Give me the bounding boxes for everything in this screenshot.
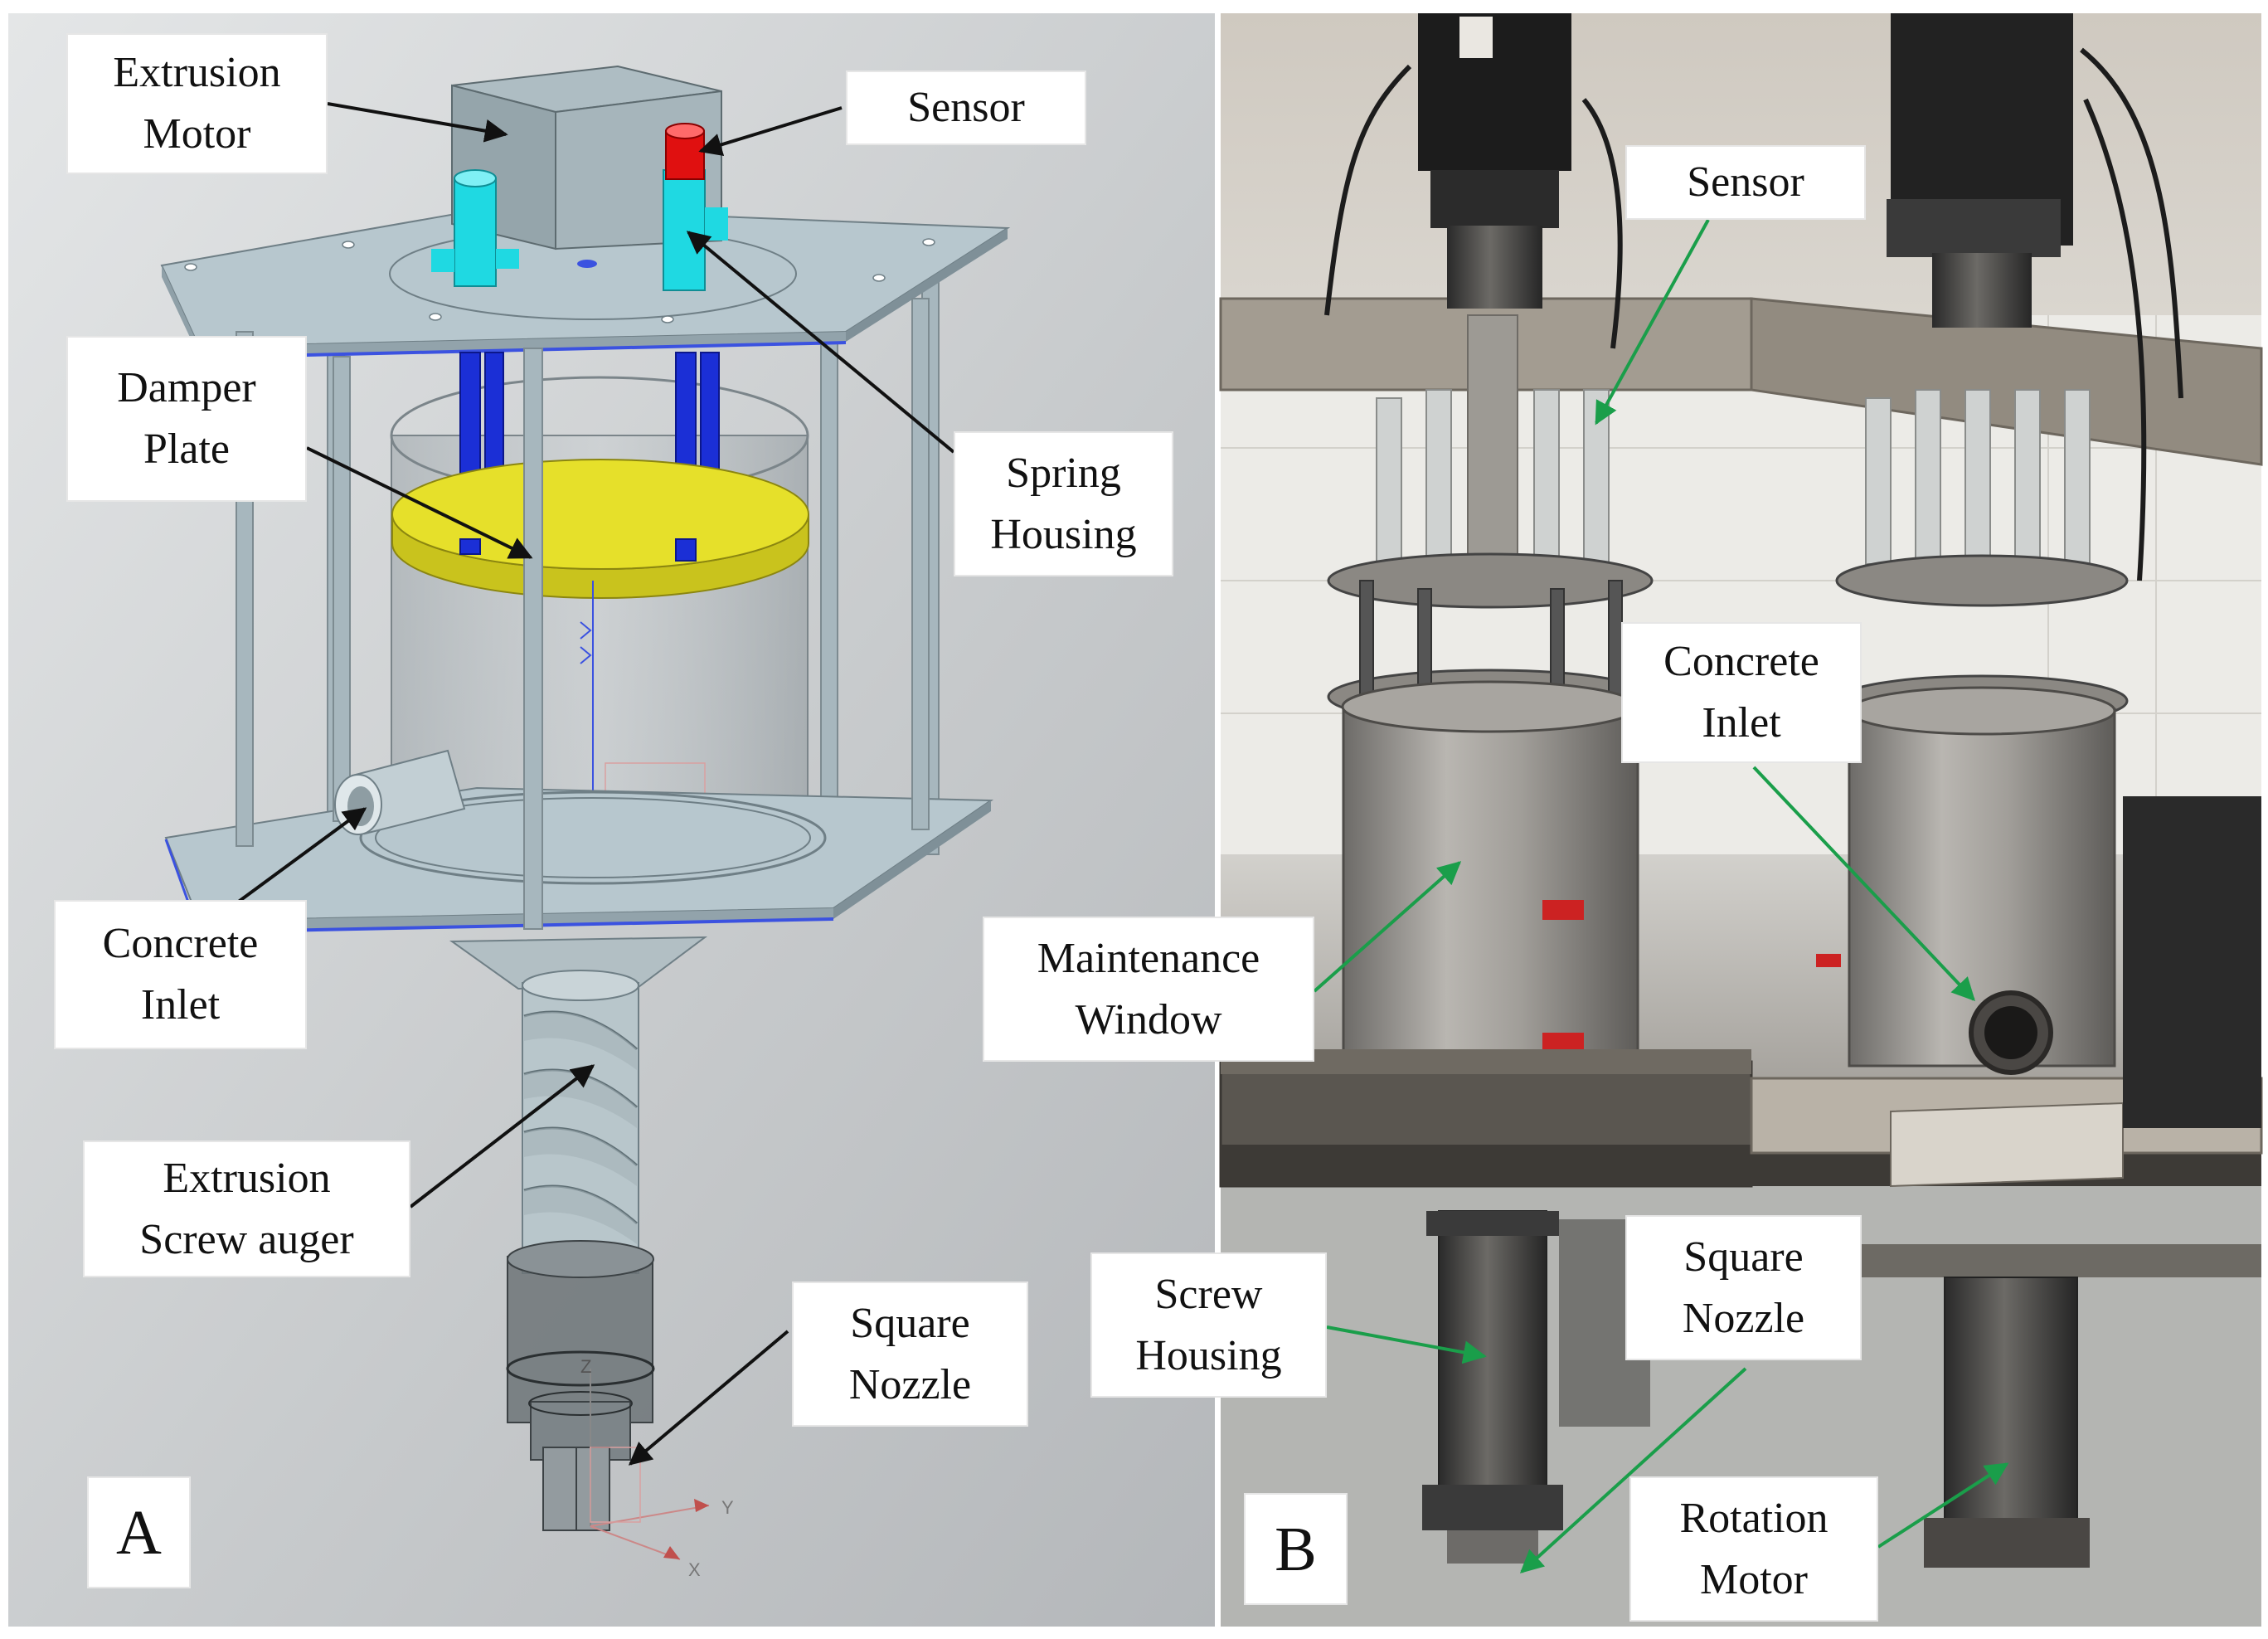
- label-square-nozzle-b-line2: Nozzle: [1682, 1294, 1805, 1342]
- panel-a-cad-model: Z Y X: [8, 13, 1215, 1627]
- label-spring-housing-line2: Housing: [990, 510, 1137, 558]
- photo-right-unit: [1816, 13, 2261, 1568]
- axis-label-y: Y: [721, 1497, 734, 1518]
- label-sensor-b: Sensor: [1625, 145, 1866, 220]
- photo-left-unit: [1221, 13, 1751, 1564]
- label-screw-housing-line2: Housing: [1135, 1331, 1282, 1379]
- label-concrete-inlet-b-line2: Inlet: [1702, 699, 1781, 747]
- axis-label-z: Z: [580, 1356, 591, 1377]
- label-square-nozzle-a-line1: Square: [850, 1299, 970, 1347]
- square-nozzle-cad: [506, 1240, 655, 1531]
- label-square-nozzle-a-line2: Nozzle: [848, 1360, 972, 1408]
- panel-a-leader-arrows: [222, 102, 955, 1466]
- extrusion-screw-auger-tube: [522, 970, 639, 1275]
- label-extrusion-screw-auger-line2: Screw auger: [139, 1215, 354, 1263]
- label-sensor-a: Sensor: [846, 71, 1086, 145]
- label-maintenance-window-line2: Window: [1075, 995, 1222, 1043]
- label-concrete-inlet-a-line1: Concrete: [102, 920, 259, 967]
- sensor-cad: [665, 123, 705, 180]
- label-screw-housing-line1: Screw: [1154, 1270, 1263, 1318]
- label-extrusion-motor-line1: Extrusion: [113, 49, 281, 96]
- label-spring-housing-line1: Spring: [1006, 449, 1121, 497]
- label-damper-plate-line2: Plate: [143, 426, 230, 473]
- label-damper-plate-line1: Damper: [117, 364, 256, 411]
- label-extrusion-motor-line2: Motor: [143, 110, 251, 158]
- label-square-nozzle-b-line1: Square: [1683, 1233, 1804, 1281]
- nozzle-axis-triad: Z Y X: [580, 1356, 734, 1580]
- label-rotation-motor-line1: Rotation: [1679, 1494, 1828, 1542]
- panel-letter-b: B: [1244, 1493, 1348, 1605]
- panel-b-leader-arrows: [1313, 219, 2009, 1573]
- label-maintenance-window-line1: Maintenance: [1037, 934, 1260, 982]
- axis-label-x: X: [688, 1559, 701, 1580]
- label-concrete-inlet-a-line2: Inlet: [140, 981, 221, 1029]
- damper-plate-disc: [391, 459, 809, 599]
- panel-b-photo: [1219, 13, 2263, 1627]
- label-rotation-motor-line2: Motor: [1699, 1555, 1808, 1603]
- label-concrete-inlet-b-line1: Concrete: [1663, 638, 1819, 685]
- panel-letter-a: A: [87, 1476, 191, 1588]
- spring-housing-cylinders: [431, 169, 728, 291]
- label-extrusion-screw-auger-line1: Extrusion: [163, 1154, 331, 1202]
